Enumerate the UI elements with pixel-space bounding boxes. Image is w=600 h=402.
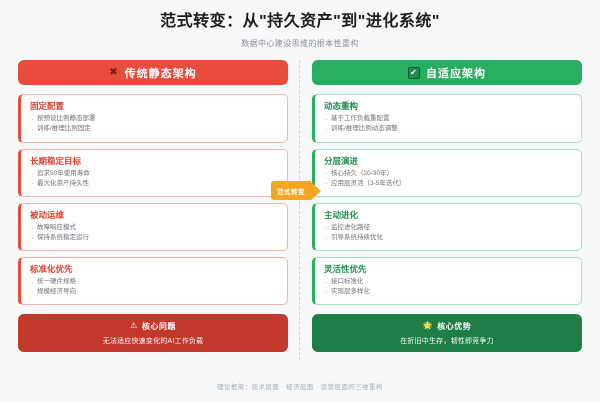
bullet: 应用层灵活（3-5年迭代） bbox=[324, 178, 572, 190]
card-bullets: 基于工作负载重配置 训练/推理比例动态调整 bbox=[324, 114, 572, 137]
list-item[interactable]: 标准化优先 统一硬件规格 规模经济导向 bbox=[18, 257, 288, 306]
right-summary-title: 核心优势 bbox=[437, 321, 472, 331]
bullet: 基于工作负载重配置 bbox=[324, 114, 572, 126]
footer-note: 理论框架：技术层面 · 经济层面 · 运营层面的三维重构 bbox=[217, 384, 383, 391]
right-column-header-label: 自适应架构 bbox=[426, 67, 486, 80]
list-item[interactable]: 主动进化 监控进化路径 引导系统持续优化 bbox=[312, 202, 582, 252]
left-summary-title-row: ⚠ 核心问题 bbox=[130, 321, 176, 332]
page-subtitle: 数据中心建设思维的根本性重构 bbox=[241, 39, 359, 49]
bullet: 核心持久（20-30年） bbox=[324, 168, 572, 180]
center-divider bbox=[299, 60, 300, 360]
card-title: 标准化优先 bbox=[30, 264, 73, 275]
card-bullets: 按预设比例静态部署 训练/推理比例固定 bbox=[30, 114, 278, 137]
right-column: ✔ 自适应架构 动态重构 基于工作负载重配置 训练/推理比例动态调整 分层演进 … bbox=[312, 60, 582, 353]
card-bullets: 统一硬件规格 规模经济导向 bbox=[30, 277, 278, 300]
bullet: 最大化资产持久性 bbox=[30, 178, 278, 190]
left-summary-box: ⚠ 核心问题 无法适应快速变化的AI工作负载 bbox=[18, 314, 288, 353]
bullet: 训练/推理比例固定 bbox=[30, 124, 278, 136]
left-column-header: ✖ 传统静态架构 bbox=[18, 60, 288, 86]
card-title: 动态重构 bbox=[324, 101, 359, 112]
card-bullets: 接口标准化 实现层多样化 bbox=[324, 277, 572, 300]
list-item[interactable]: 灵活性优先 接口标准化 实现层多样化 bbox=[312, 257, 582, 306]
list-item[interactable]: 分层演进 核心持久（20-30年） 应用层灵活（3-5年迭代） bbox=[312, 148, 582, 197]
card-title: 主动进化 bbox=[324, 209, 359, 220]
card-title: 灵活性优先 bbox=[324, 264, 367, 275]
right-summary-text: 在折旧中生存，韧性即竞争力 bbox=[400, 337, 494, 345]
card-title: 固定配置 bbox=[30, 101, 65, 112]
list-item[interactable]: 固定配置 按预设比例静态部署 训练/推理比例固定 bbox=[18, 94, 288, 143]
bullet: 实现层多样化 bbox=[324, 287, 572, 299]
card-title: 被动运维 bbox=[30, 209, 65, 220]
bullet: 故障响应模式 bbox=[30, 222, 278, 234]
check-icon: ✔ bbox=[408, 66, 420, 79]
right-summary-title-row: 🌟 核心优势 bbox=[423, 321, 471, 332]
header: 范式转变：从"持久资产"到"进化系统" 数据中心建设思维的根本性重构 bbox=[0, 0, 600, 49]
card-title: 长期稳定目标 bbox=[30, 155, 82, 166]
bullet: 训练/推理比例动态调整 bbox=[324, 124, 572, 136]
bullet: 按预设比例静态部署 bbox=[30, 114, 278, 126]
transition-arrow: 范式转变 bbox=[271, 181, 321, 200]
left-column: ✖ 传统静态架构 固定配置 按预设比例静态部署 训练/推理比例固定 长期稳定目标… bbox=[18, 60, 288, 353]
right-column-header: ✔ 自适应架构 bbox=[312, 60, 582, 86]
bullet: 引导系统持续优化 bbox=[324, 233, 572, 245]
star-icon: 🌟 bbox=[422, 321, 434, 331]
bullet: 保持系统稳定运行 bbox=[30, 233, 278, 245]
transition-arrow-label: 范式转变 bbox=[271, 181, 311, 200]
bullet: 统一硬件规格 bbox=[30, 277, 278, 289]
cross-icon: ✖ bbox=[109, 66, 119, 78]
right-summary-box: 🌟 核心优势 在折旧中生存，韧性即竞争力 bbox=[312, 314, 582, 353]
bullet: 追求50年使用寿命 bbox=[30, 168, 278, 180]
page-title: 范式转变：从"持久资产"到"进化系统" bbox=[160, 13, 440, 30]
card-bullets: 监控进化路径 引导系统持续优化 bbox=[324, 222, 572, 245]
list-item[interactable]: 被动运维 故障响应模式 保持系统稳定运行 bbox=[18, 202, 288, 252]
warning-icon: ⚠ bbox=[130, 321, 138, 331]
left-card-list: 固定配置 按预设比例静态部署 训练/推理比例固定 长期稳定目标 追求50年使用寿… bbox=[18, 94, 288, 306]
card-bullets: 追求50年使用寿命 最大化资产持久性 bbox=[30, 168, 278, 191]
left-column-header-label: 传统静态架构 bbox=[124, 67, 197, 80]
arrow-right-icon bbox=[311, 181, 321, 200]
card-title: 分层演进 bbox=[324, 155, 359, 166]
columns-container: ✖ 传统静态架构 固定配置 按预设比例静态部署 训练/推理比例固定 长期稳定目标… bbox=[0, 60, 600, 353]
list-item[interactable]: 动态重构 基于工作负载重配置 训练/推理比例动态调整 bbox=[312, 94, 582, 143]
right-card-list: 动态重构 基于工作负载重配置 训练/推理比例动态调整 分层演进 核心持久（20-… bbox=[312, 94, 582, 306]
left-summary-text: 无法适应快速变化的AI工作负载 bbox=[102, 337, 204, 345]
bullet: 规模经济导向 bbox=[30, 287, 278, 299]
bullet: 接口标准化 bbox=[324, 277, 572, 289]
list-item[interactable]: 长期稳定目标 追求50年使用寿命 最大化资产持久性 bbox=[18, 148, 288, 197]
card-bullets: 故障响应模式 保持系统稳定运行 bbox=[30, 222, 278, 245]
bullet: 监控进化路径 bbox=[324, 222, 572, 234]
left-summary-title: 核心问题 bbox=[141, 321, 176, 331]
card-bullets: 核心持久（20-30年） 应用层灵活（3-5年迭代） bbox=[324, 168, 572, 191]
